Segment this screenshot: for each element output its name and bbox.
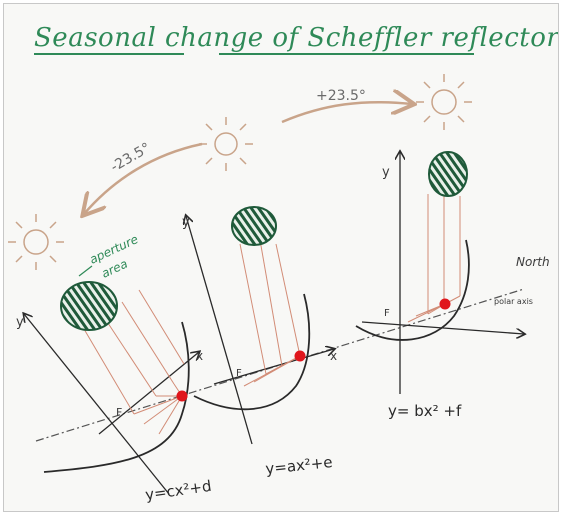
equinox-x-axis xyxy=(213,349,334,385)
summer-aperture-disc xyxy=(428,151,468,197)
summer-f-label: F xyxy=(384,308,390,319)
summer-reflector: y F y= bx² +f xyxy=(355,151,524,420)
summer-y-label: y xyxy=(382,165,390,180)
summer-equation: y= bx² +f xyxy=(388,402,462,420)
equinox-reflector: y x F y=ax²+e xyxy=(182,206,337,478)
winter-f-label: F xyxy=(116,406,122,419)
winter-sun-rays xyxy=(83,289,185,435)
summer-shift-arrow xyxy=(281,102,412,124)
diagram-canvas: Seasonal change of Scheffler reflector. … xyxy=(8,23,559,504)
equinox-f-label: F xyxy=(236,368,242,379)
summer-angle-label: +23.5° xyxy=(316,88,366,104)
equinox-equation: y=ax²+e xyxy=(265,453,334,478)
sun-icon-equinox xyxy=(199,117,253,171)
sun-icon-summer xyxy=(416,74,472,130)
winter-focus-dot xyxy=(176,390,188,402)
winter-y-label: y xyxy=(16,315,24,330)
summer-parabola xyxy=(355,239,470,341)
winter-y-axis xyxy=(24,314,170,495)
aperture-pointer xyxy=(78,265,93,277)
winter-x-axis xyxy=(98,352,199,435)
diagram-title: Seasonal change of Scheffler reflector. xyxy=(34,23,559,53)
polar-axis-label: polar axis xyxy=(494,297,533,306)
equinox-x-label: x xyxy=(330,349,337,363)
winter-shift-arrow xyxy=(84,142,203,214)
winter-aperture-disc xyxy=(60,281,118,331)
winter-angle-label: -23.5° xyxy=(108,140,153,175)
sun-icon-winter xyxy=(8,214,64,270)
winter-parabola xyxy=(43,321,190,473)
diagram-frame: Seasonal change of Scheffler reflector. … xyxy=(3,3,559,512)
north-label: North xyxy=(516,255,550,269)
equinox-focus-dot xyxy=(294,350,306,362)
winter-equation: y=cx²+d xyxy=(144,477,213,504)
equinox-y-label: y xyxy=(182,215,190,230)
summer-focus-dot xyxy=(439,298,451,310)
equinox-parabola xyxy=(193,293,311,411)
equinox-aperture-disc xyxy=(231,206,277,246)
winter-x-label: x xyxy=(196,349,203,363)
summer-sun-rays xyxy=(407,192,461,323)
polar-axis-line xyxy=(35,288,525,442)
winter-reflector: y x F y=cx²+d xyxy=(16,281,213,504)
equinox-y-axis xyxy=(186,216,253,445)
equinox-sun-rays xyxy=(239,239,301,387)
